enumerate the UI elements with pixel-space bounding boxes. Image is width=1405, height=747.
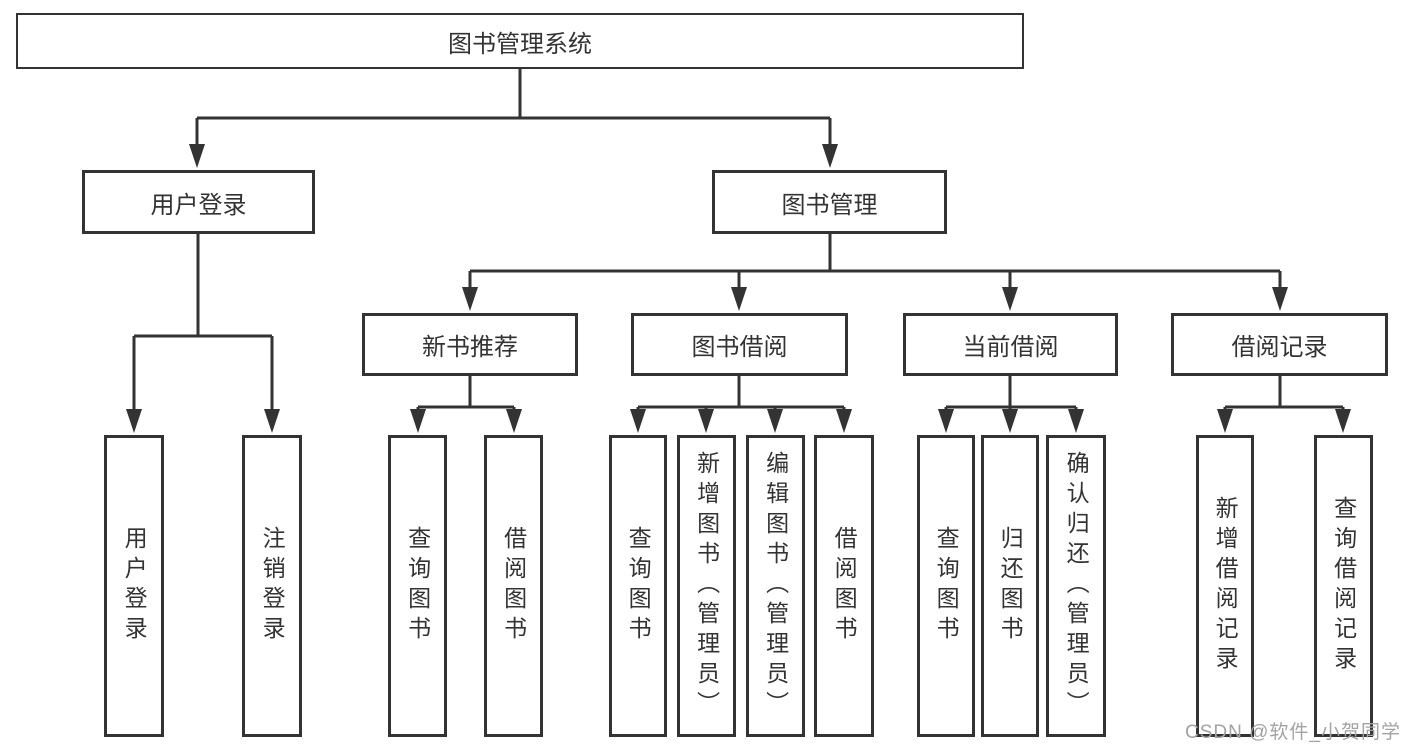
leaf-label: 查询借阅记录 — [1330, 496, 1357, 676]
node-borrow-records: 借阅记录 — [1171, 313, 1388, 376]
leaf-label: 归还图书 — [997, 526, 1024, 646]
leaf-label: 查询图书 — [625, 526, 652, 646]
leaf-query-books-current: 查询图书 — [917, 435, 975, 737]
leaf-edit-books-admin: 编辑图书（管理员） — [746, 435, 805, 737]
leaf-logout: 注销登录 — [242, 435, 302, 737]
leaf-label: 新增图书（管理员） — [693, 451, 720, 721]
leaf-label: 借阅图书 — [831, 526, 858, 646]
leaf-borrow-books: 借阅图书 — [814, 435, 874, 737]
leaf-return-books: 归还图书 — [981, 435, 1039, 737]
leaf-user-login: 用户登录 — [104, 435, 164, 737]
leaf-label: 查询图书 — [933, 526, 960, 646]
node-current-borrow: 当前借阅 — [903, 313, 1118, 376]
leaf-label: 注销登录 — [259, 526, 286, 646]
leaf-query-books-recommend: 查询图书 — [388, 435, 447, 737]
leaf-label: 确认归还（管理员） — [1063, 451, 1090, 721]
leaf-label: 编辑图书（管理员） — [762, 451, 789, 721]
arrowhead-icons — [126, 144, 1351, 433]
node-label: 图书借阅 — [691, 334, 788, 361]
leaf-confirm-return-admin: 确认归还（管理员） — [1046, 435, 1106, 737]
node-label: 图书管理系统 — [448, 30, 592, 58]
leaf-label: 用户登录 — [121, 526, 148, 646]
node-label: 借阅记录 — [1231, 334, 1328, 361]
leaf-borrow-books-recommend: 借阅图书 — [484, 435, 543, 737]
node-new-book-recommend: 新书推荐 — [362, 313, 578, 376]
leaf-add-books-admin: 新增图书（管理员） — [677, 435, 736, 737]
node-label: 新书推荐 — [422, 334, 518, 361]
leaf-query-borrow-record: 查询借阅记录 — [1314, 435, 1373, 737]
leaf-query-books-borrow: 查询图书 — [609, 435, 667, 737]
node-book-borrow: 图书借阅 — [631, 313, 848, 376]
leaf-label: 新增借阅记录 — [1212, 496, 1239, 676]
leaf-label: 查询图书 — [404, 526, 431, 646]
leaf-label: 借阅图书 — [500, 526, 527, 646]
node-label: 用户登录 — [150, 191, 247, 219]
node-label: 当前借阅 — [962, 334, 1059, 361]
leaf-add-borrow-record: 新增借阅记录 — [1196, 435, 1254, 737]
watermark: CSDN @软件_小贺同学 — [1185, 722, 1401, 743]
node-user-login: 用户登录 — [82, 170, 315, 234]
node-label: 图书管理 — [781, 191, 878, 219]
node-book-management: 图书管理 — [712, 170, 947, 234]
node-library-system-root: 图书管理系统 — [16, 13, 1024, 69]
